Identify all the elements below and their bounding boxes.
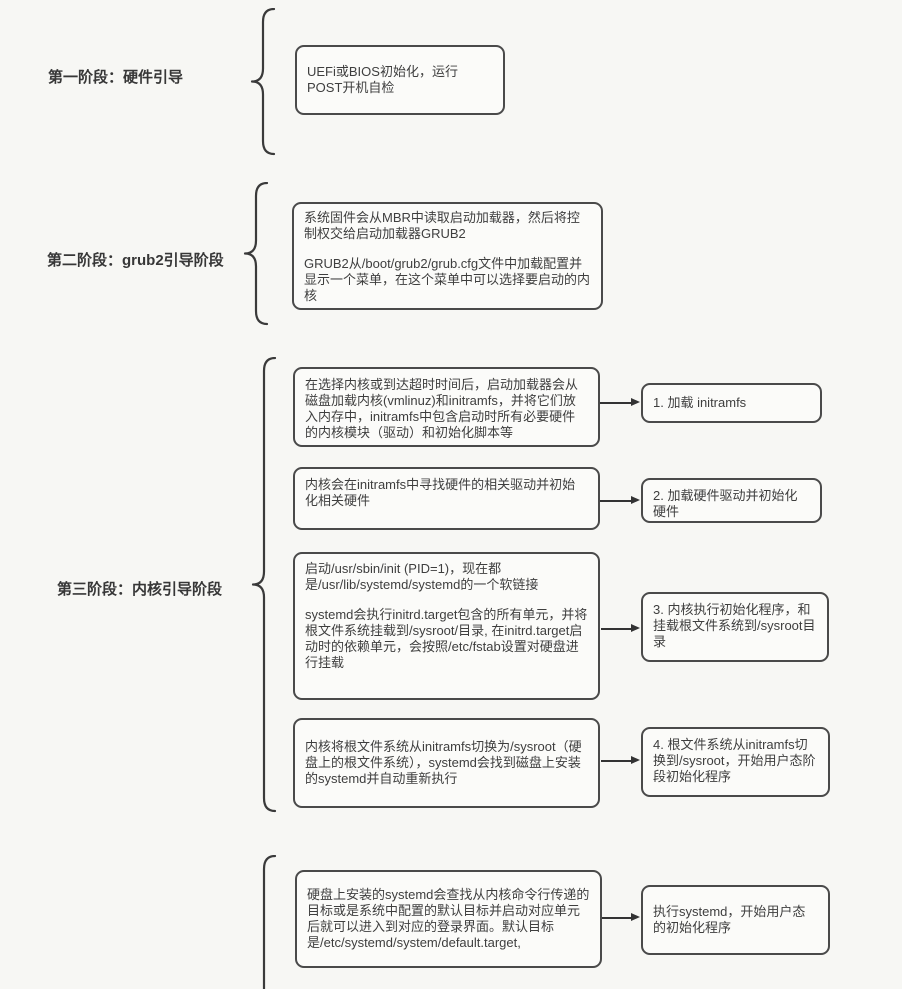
stage2-box-para2: GRUB2从/boot/grub2/grub.cfg文件中加载配置并显示一个菜单… (304, 256, 591, 303)
stage3-step2-result-box: 2. 加载硬件驱动并初始化硬件 (641, 478, 822, 523)
stage4-result-box: 执行systemd，开始用户态的初始化程序 (641, 885, 830, 955)
curly-brace-stage3 (251, 357, 277, 813)
curly-brace-stage2 (243, 182, 269, 326)
connector-arrow-1 (600, 398, 640, 406)
stage3-step4-text: 内核将根文件系统从initramfs切换为/sysroot（硬盘上的根文件系统）… (305, 739, 582, 786)
stage1-label: 第一阶段：硬件引导 (48, 69, 184, 86)
stage1-box-text: UEFi或BIOS初始化，运行POST开机自检 (307, 64, 458, 95)
stage4-box-text: 硬盘上安装的systemd会查找从内核命令行传递的目标或是系统中配置的默认目标并… (307, 887, 590, 950)
stage3-step2-box: 内核会在initramfs中寻找硬件的相关驱动并初始化相关硬件 (293, 467, 600, 530)
stage3-step3-text-para2: systemd会执行initrd.target包含的所有单元，并将根文件系统挂载… (305, 607, 588, 670)
stage3-step1-text: 在选择内核或到达超时时间后，启动加载器会从磁盘加载内核(vmlinuz)和ini… (305, 377, 579, 440)
stage3-step4-result-text: 4. 根文件系统从initramfs切换到/sysroot，开始用户态阶段初始化… (653, 737, 816, 784)
connector-arrow-3 (601, 624, 640, 632)
connector-arrow-2 (600, 496, 640, 504)
curly-brace-stage1 (250, 8, 276, 156)
stage3-step1-box: 在选择内核或到达超时时间后，启动加载器会从磁盘加载内核(vmlinuz)和ini… (293, 367, 600, 447)
curly-brace-stage4 (262, 855, 277, 989)
stage4-box: 硬盘上安装的systemd会查找从内核命令行传递的目标或是系统中配置的默认目标并… (295, 870, 602, 968)
stage2-label: 第二阶段：grub2引导阶段 (47, 252, 224, 269)
stage3-step4-result-box: 4. 根文件系统从initramfs切换到/sysroot，开始用户态阶段初始化… (641, 727, 830, 797)
stage3-step2-text: 内核会在initramfs中寻找硬件的相关驱动并初始化相关硬件 (305, 477, 576, 508)
stage3-label: 第三阶段：内核引导阶段 (57, 581, 223, 598)
stage3-step3-text-para1: 启动/usr/sbin/init (PID=1)，现在都是/usr/lib/sy… (305, 561, 539, 592)
stage3-step1-result-box: 1. 加载 initramfs (641, 383, 822, 423)
stage2-box: 系统固件会从MBR中读取启动加载器，然后将控制权交给启动加载器GRUB2 GRU… (292, 202, 603, 310)
stage3-step1-result-text: 1. 加载 initramfs (653, 395, 747, 410)
connector-arrow-5 (602, 913, 640, 921)
stage4-result-text: 执行systemd，开始用户态的初始化程序 (653, 904, 806, 935)
stage1-box: UEFi或BIOS初始化，运行POST开机自检 (295, 45, 505, 115)
stage3-step4-box: 内核将根文件系统从initramfs切换为/sysroot（硬盘上的根文件系统）… (293, 718, 600, 808)
stage2-box-para1: 系统固件会从MBR中读取启动加载器，然后将控制权交给启动加载器GRUB2 (304, 210, 580, 241)
stage3-step3-box: 启动/usr/sbin/init (PID=1)，现在都是/usr/lib/sy… (293, 552, 600, 700)
stage3-step3-result-text: 3. 内核执行初始化程序，和挂载根文件系统到/sysroot目录 (653, 602, 816, 649)
stage3-step3-result-box: 3. 内核执行初始化程序，和挂载根文件系统到/sysroot目录 (641, 592, 829, 662)
stage3-step2-result-text: 2. 加载硬件驱动并初始化硬件 (653, 488, 798, 519)
connector-arrow-4 (601, 756, 640, 764)
